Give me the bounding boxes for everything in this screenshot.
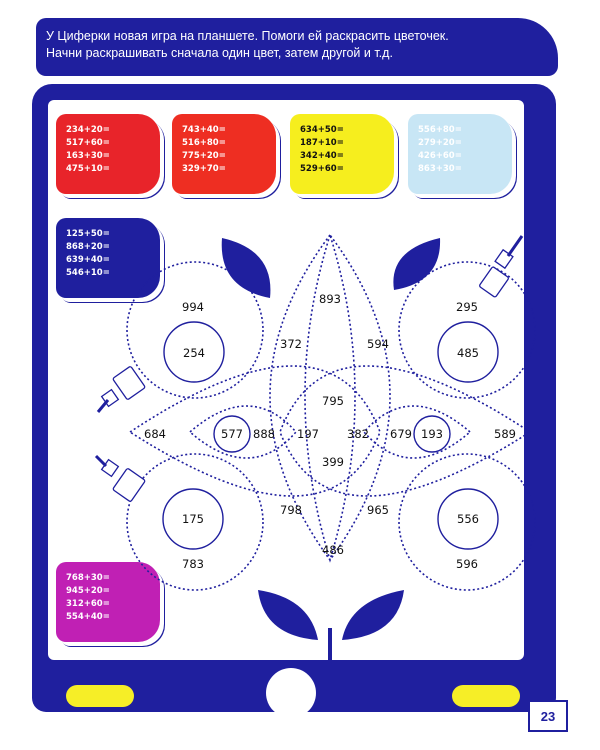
leaf-top-left [221,238,271,298]
region-number: 577 [221,427,243,441]
leaf-bottom-right [342,590,404,640]
region-number: 372 [280,337,302,351]
region-number: 994 [182,300,204,314]
region-number: 679 [390,427,412,441]
task-card-orange-red[interactable]: 743+40=516+80=775+20=329+70= [172,114,276,194]
region-number: 485 [457,346,479,360]
instruction-banner [36,18,558,76]
card-lines: 634+50=187+10=342+40=529+60= [300,125,344,174]
circle-top-left [126,261,264,399]
page-number: 23 [528,700,568,732]
region-number: 193 [421,427,443,441]
flower-stem [328,628,332,666]
inner-leaf-left [188,405,298,459]
instruction-text: У Циферки новая игра на планшете. Помоги… [46,28,546,62]
tablet-home-button[interactable] [266,668,316,718]
task-card-yellow[interactable]: 634+50=187+10=342+40=529+60= [290,114,394,194]
region-number: 254 [183,346,205,360]
region-number: 399 [322,455,344,469]
card-lines: 556+80=279+20=426+60=863+30= [418,125,462,174]
task-card-blue[interactable]: 125+50=868+20=639+40=546+10= [56,218,160,298]
region-number: 382 [347,427,369,441]
tablet-left-button[interactable] [66,685,134,707]
circle-bottom-left [126,453,264,591]
region-number: 486 [322,543,344,557]
instruction-line-1: У Циферки новая игра на планшете. Помоги… [46,29,449,43]
instruction-line-2: Начни раскрашивать сначала один цвет, за… [46,46,393,60]
region-number: 175 [182,512,204,526]
big-petal-inner [304,232,356,563]
region-number: 589 [494,427,516,441]
card-lines: 234+20=517+60=163+30=475+10= [66,125,110,174]
leaf-bottom-left [258,590,318,640]
task-card-red[interactable]: 234+20=517+60=163+30=475+10= [56,114,160,194]
region-number: 556 [457,512,479,526]
region-number: 197 [297,427,319,441]
inner-leaf-right [362,405,472,459]
brush-icon-top-right [479,235,524,298]
task-card-purple[interactable]: 768+30=945+20=312+60=554+40= [56,562,160,642]
circle-bottom-right [398,453,536,591]
circle-top-right [398,261,536,399]
region-number: 295 [456,300,478,314]
region-number: 798 [280,503,302,517]
tablet-right-button[interactable] [452,685,520,707]
card-lines: 768+30=945+20=312+60=554+40= [66,573,110,622]
brush-icon-middle-left [96,366,146,413]
inner-circle-mid-left [213,415,251,453]
inner-circle-top-right [437,321,499,383]
leaf-top-right [393,238,441,290]
region-number: 965 [367,503,389,517]
inner-circle-bottom-left [162,488,224,550]
region-number: 596 [456,557,478,571]
task-card-light-blue[interactable]: 556+80=279+20=426+60=863+30= [408,114,512,194]
region-number: 594 [367,337,389,351]
region-number: 795 [322,394,344,408]
inner-circle-bottom-right [437,488,499,550]
card-lines: 743+40=516+80=775+20=329+70= [182,125,226,174]
brush-icon-bottom-left [94,454,146,502]
inner-circle-mid-right [413,415,451,453]
inner-circle-top-left [163,321,225,383]
region-number: 893 [319,292,341,306]
card-lines: 125+50=868+20=639+40=546+10= [66,229,110,278]
region-number: 684 [144,427,166,441]
region-number: 888 [253,427,275,441]
region-number: 783 [182,557,204,571]
